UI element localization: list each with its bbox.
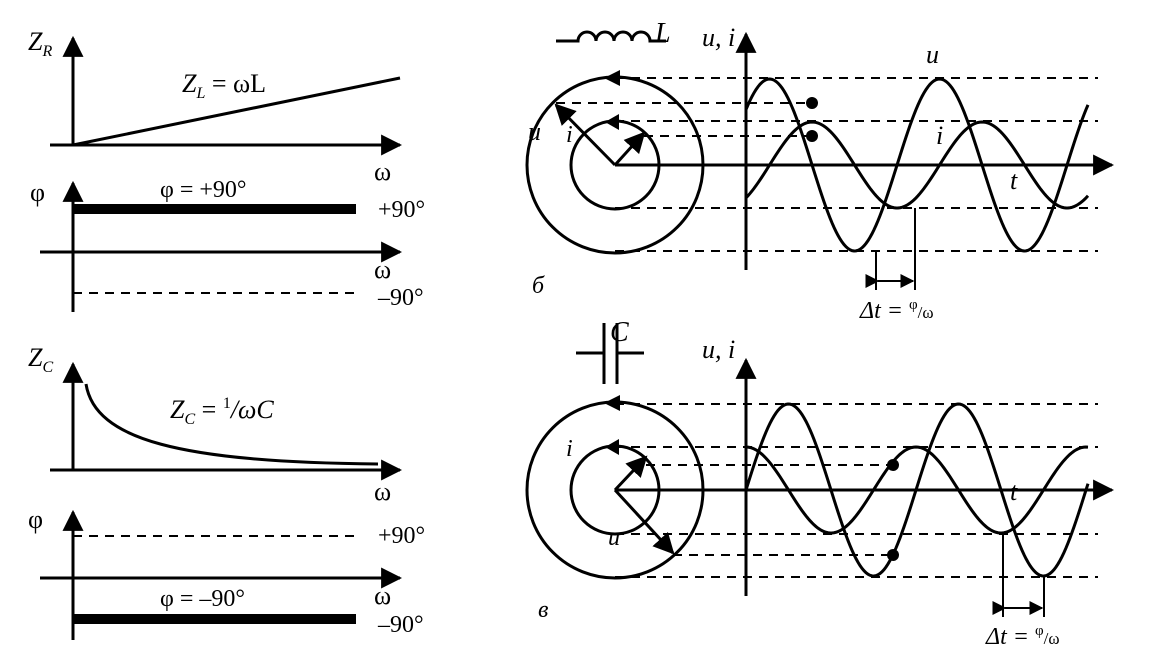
panel-v-i-phasor xyxy=(613,455,648,492)
panel-b-i-phasor xyxy=(613,131,646,167)
panel-b-i-phasor-label: i xyxy=(566,122,573,148)
phi-c-minus90: –90° xyxy=(377,612,424,638)
panel-v-u-rotation-arrow xyxy=(604,395,620,411)
phi-capacitor-graph: φ +90° φ = –90° ω –90° xyxy=(28,505,425,640)
panel-v: C i u u, i t в Δt = φ/ω xyxy=(525,317,1115,650)
panel-v-u-wave xyxy=(744,402,1090,578)
phi-l-plus90: +90° xyxy=(378,197,425,223)
panel-b-u-phasor xyxy=(554,103,617,167)
panel-v-label: в xyxy=(538,597,548,623)
phi-c-plus90: +90° xyxy=(378,523,425,549)
panel-v-u-dot xyxy=(887,549,899,561)
phi-l-eq: φ = +90° xyxy=(160,177,247,203)
panel-v-component-label: C xyxy=(610,317,629,348)
zc-omega-label: ω xyxy=(374,477,391,506)
panel-b-i-rotation-arrow xyxy=(605,114,619,130)
panel-v-dt-label: Δt = φ/ω xyxy=(985,623,1060,650)
panel-b-i-dot xyxy=(806,130,818,142)
zc-formula: ZC = 1/ωC xyxy=(170,395,274,428)
panel-v-u-phasor xyxy=(613,488,675,555)
panel-b-t-label: t xyxy=(1010,166,1018,195)
panel-v-u-phasor-label: u xyxy=(608,525,620,551)
panel-b-axis-label: u, i xyxy=(702,23,735,52)
zc-axis-label: ZC xyxy=(28,343,53,376)
panel-b-component-label: L xyxy=(654,18,671,49)
panel-v-i-rotation-arrow xyxy=(605,439,619,455)
phi-l-axis-label: φ xyxy=(30,178,45,207)
panel-b-u-phasor-label: u xyxy=(528,117,541,146)
panel-b-i-label: i xyxy=(936,121,943,150)
panel-v-axis-label: u, i xyxy=(702,335,735,364)
panel-b-dt-label: Δt = φ/ω xyxy=(859,297,934,324)
zl-omega-label: ω xyxy=(374,157,391,186)
panel-b-label: б xyxy=(532,273,545,299)
phi-l-minus90: –90° xyxy=(377,285,424,311)
panel-v-i-phasor-label: i xyxy=(566,436,573,462)
panel-v-t-label: t xyxy=(1010,477,1018,506)
zc-curve xyxy=(84,383,379,466)
panel-v-i-wave xyxy=(745,445,1089,535)
phi-inductor-graph: φ φ = +90° +90° ω –90° xyxy=(30,177,425,312)
zc-graph: ZC ZC = 1/ωC ω xyxy=(28,343,403,506)
inductor-symbol xyxy=(556,30,666,43)
phi-l-omega: ω xyxy=(374,255,391,284)
zl-formula: ZL = ωL xyxy=(182,69,266,102)
panel-b-u-rotation-arrow xyxy=(604,70,620,86)
phi-c-eq: φ = –90° xyxy=(160,586,245,612)
panel-b-u-dot xyxy=(806,97,818,109)
zl-line xyxy=(72,76,401,147)
panel-b-u-wave xyxy=(744,77,1090,253)
panel-b-u-label: u xyxy=(926,40,939,69)
panel-b-i-wave xyxy=(744,120,1090,210)
panel-v-i-dot xyxy=(887,459,899,471)
zl-graph: ZR ZL = ωL ω xyxy=(28,27,403,186)
phi-c-axis-label: φ xyxy=(28,505,43,534)
phi-c-omega: ω xyxy=(374,581,391,610)
zr-axis-label: ZR xyxy=(28,27,52,60)
panel-b: L u i u, i u i t б Δt = φ/ω xyxy=(525,18,1115,324)
